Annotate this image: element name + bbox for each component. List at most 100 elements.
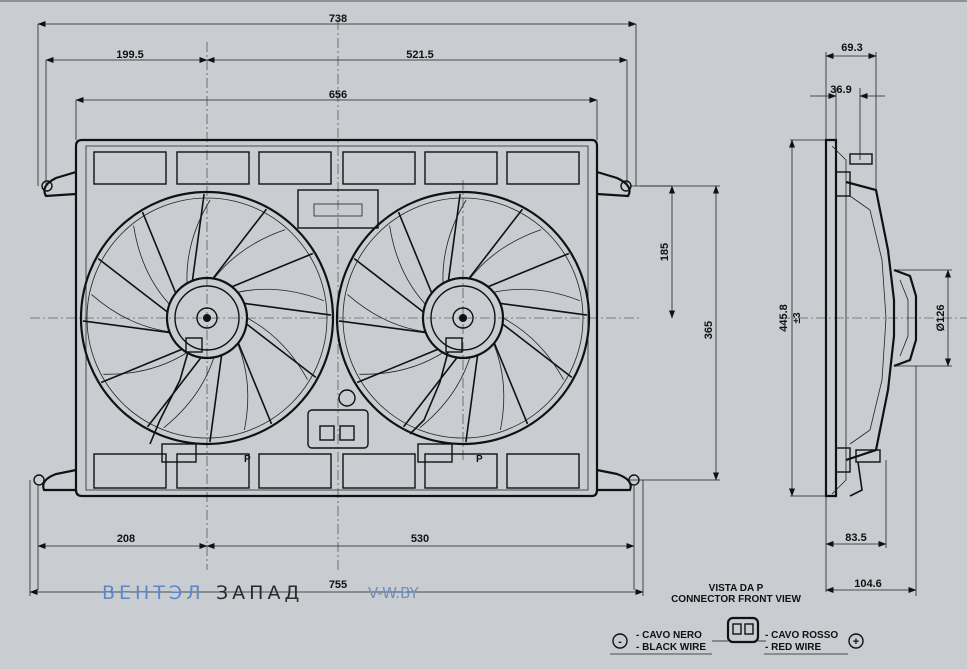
left-fan-strut (244, 302, 332, 316)
label-plate-inner (313, 203, 363, 217)
right-wire (409, 351, 449, 435)
left-fan-blade (213, 229, 286, 279)
left-fan-blades (91, 199, 324, 430)
top-windows (93, 151, 580, 185)
left-fan-strut (141, 211, 177, 294)
right-fan-blade (493, 288, 580, 301)
shroud-outline (74, 138, 599, 498)
red-wire-it: - CAVO ROSSO (765, 630, 838, 641)
right-fan-strut (487, 252, 570, 288)
negative-sign: - (618, 636, 622, 648)
left-fan-blade (91, 294, 170, 333)
left-fan-strut (209, 355, 223, 443)
shroud-inner-outline (85, 145, 589, 491)
right-fan-struts (338, 193, 588, 443)
dim-inner-width: 656 (329, 89, 347, 101)
left-fan-strut (97, 257, 168, 313)
side-view (780, 138, 967, 498)
right-fan-strut (402, 357, 458, 428)
left-connector (161, 443, 197, 463)
side-motor-boss (893, 268, 918, 368)
right-fan-strut (465, 355, 479, 443)
watermark-brand-b: ЗАПАД (216, 582, 303, 604)
right-fan-strut (447, 193, 461, 281)
label-plate (297, 189, 379, 229)
connector-body (726, 616, 760, 644)
right-fan-strut (338, 320, 426, 334)
red-wire-en: - RED WIRE (765, 642, 821, 653)
dim-overall-height: 445.8 (778, 304, 790, 332)
dim-side-top-2: 36.9 (830, 84, 851, 96)
front-view: P P (30, 20, 640, 570)
left-fan-strut (246, 323, 317, 379)
dim-center-to-hole: 185 (659, 243, 671, 261)
dim-right-offset: 521.5 (406, 49, 434, 61)
connector-title-it: VISTA DA P (709, 583, 764, 594)
right-fan-strut (468, 208, 524, 279)
p-mark-right: P (476, 454, 483, 465)
dim-side-bottom-1: 83.5 (845, 532, 866, 544)
right-fan-blade (502, 317, 564, 380)
positive-sign: + (853, 636, 859, 648)
right-fan-strut (356, 348, 439, 384)
right-fan-strut (502, 323, 573, 379)
watermark-brand-a: ВЕНТЭЛ (102, 582, 205, 604)
dim-left-offset: 199.5 (116, 49, 144, 61)
center-connector-socket-a (319, 425, 335, 441)
positive-terminal-symbol (848, 633, 864, 649)
right-fan-blade (389, 225, 426, 305)
right-fan-ring (335, 190, 591, 446)
left-fan-ring (79, 190, 335, 446)
front-dimensions: 738 199.5 521.5 656 185 365 208 530 7 (29, 13, 720, 596)
dim-fan-height: 365 (703, 321, 715, 339)
right-fan-strut (493, 342, 529, 425)
left-fan-strut (100, 348, 183, 384)
connector-front-view: VISTA DA P CONNECTOR FRONT VIEW - - CAVO… (610, 583, 864, 655)
left-fan-blade (133, 225, 170, 305)
dim-bottom-left: 208 (117, 533, 135, 545)
dim-side-top-1: 69.3 (841, 42, 862, 54)
right-fan-strut (397, 211, 433, 294)
left-fan-strut (82, 320, 170, 334)
right-fan-ring-inner (342, 197, 584, 439)
watermark: ВЕНТЭЛ ЗАПАД V-W.BY (102, 582, 420, 604)
mounting-ears (33, 170, 640, 492)
drain-hole (338, 389, 356, 407)
black-wire-en: - BLACK WIRE (636, 642, 706, 653)
right-fan-blade (419, 357, 471, 429)
right-fan-strut (353, 257, 424, 313)
right-fan-strut (500, 302, 588, 316)
center-connector-block (307, 409, 369, 449)
dim-overall-top: 738 (329, 13, 347, 25)
left-fan-blade (103, 352, 188, 375)
right-motor (421, 276, 505, 360)
right-connector (417, 443, 453, 463)
right-fan-blade (493, 343, 505, 430)
left-fan-blade (186, 199, 211, 284)
side-fan-profile (845, 180, 896, 462)
left-fan-strut (237, 342, 273, 425)
left-fan-blade (237, 343, 249, 430)
left-fan-blade (246, 317, 308, 380)
center-connector-socket-b (339, 425, 355, 441)
dim-motor-diameter: Ø126 (935, 305, 947, 332)
connector-pin-right (744, 623, 754, 635)
side-frame-plate (824, 138, 838, 498)
left-fan-strut (212, 208, 268, 279)
right-fan-blade (359, 352, 444, 375)
left-fan-blade (163, 357, 215, 429)
left-wire (149, 351, 189, 445)
dim-overall-height-tol: ±3 (792, 312, 803, 323)
left-motor (165, 276, 249, 360)
watermark-site: V-W.BY (368, 584, 420, 602)
bottom-windows (93, 453, 580, 489)
connector-title-en: CONNECTOR FRONT VIEW (671, 594, 801, 605)
dim-bottom-right: 530 (411, 533, 429, 545)
negative-terminal-symbol (612, 633, 628, 649)
dim-overall-bottom: 755 (329, 579, 347, 591)
black-wire-it: - CAVO NERO (636, 630, 702, 641)
left-fan-struts (82, 193, 332, 443)
p-mark-left: P (244, 454, 251, 465)
left-fan-ring-inner (86, 197, 328, 439)
